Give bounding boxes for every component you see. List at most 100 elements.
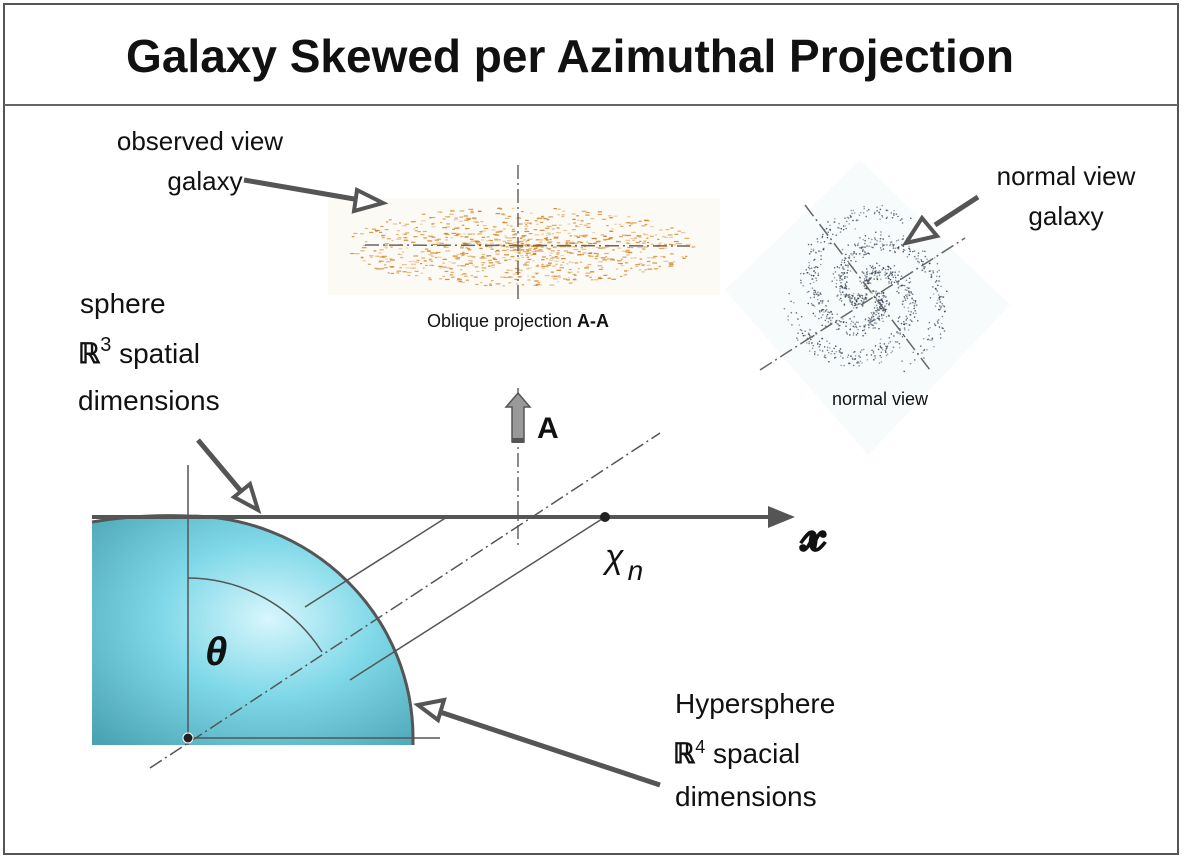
galaxy-particle bbox=[481, 253, 485, 255]
galaxy-particle bbox=[603, 274, 608, 276]
galaxy-particle bbox=[915, 312, 917, 315]
galaxy-particle bbox=[871, 292, 873, 294]
galaxy-particle bbox=[932, 270, 934, 272]
galaxy-particle bbox=[869, 282, 872, 284]
galaxy-particle bbox=[449, 210, 455, 212]
galaxy-particle bbox=[938, 326, 941, 328]
galaxy-particle bbox=[880, 351, 883, 354]
galaxy-particle bbox=[623, 274, 627, 276]
galaxy-particle bbox=[495, 261, 500, 263]
galaxy-particle bbox=[502, 222, 508, 224]
galaxy-particle bbox=[419, 223, 423, 225]
galaxy-particle bbox=[936, 299, 939, 302]
galaxy-particle bbox=[814, 291, 817, 294]
galaxy-particle bbox=[820, 241, 822, 244]
galaxy-particle bbox=[573, 278, 576, 280]
galaxy-particle bbox=[843, 286, 846, 289]
galaxy-particle bbox=[888, 336, 891, 339]
galaxy-particle bbox=[460, 247, 464, 249]
galaxy-particle bbox=[481, 269, 484, 272]
galaxy-particle bbox=[470, 212, 475, 214]
galaxy-particle bbox=[857, 219, 859, 222]
galaxy-particle bbox=[943, 305, 946, 308]
normal-axis-2 bbox=[759, 237, 966, 371]
galaxy-particle bbox=[541, 215, 544, 218]
galaxy-particle bbox=[889, 243, 892, 245]
galaxy-particle bbox=[531, 245, 536, 248]
galaxy-particle bbox=[556, 249, 560, 252]
galaxy-particle bbox=[534, 234, 540, 236]
galaxy-particle bbox=[584, 267, 589, 269]
galaxy-particle bbox=[932, 293, 935, 295]
galaxy-particle bbox=[865, 271, 868, 274]
galaxy-particle bbox=[669, 253, 674, 255]
galaxy-particle bbox=[915, 258, 917, 260]
galaxy-particle bbox=[420, 234, 425, 236]
x-axis-label: 𝔁 bbox=[799, 504, 828, 562]
galaxy-particle bbox=[937, 319, 940, 321]
galaxy-particle bbox=[849, 214, 852, 217]
galaxy-particle bbox=[906, 295, 908, 298]
galaxy-particle bbox=[481, 256, 485, 258]
galaxy-particle bbox=[878, 272, 880, 274]
galaxy-particle bbox=[446, 223, 450, 225]
galaxy-particle bbox=[820, 293, 822, 296]
galaxy-particle bbox=[859, 296, 861, 298]
galaxy-particle bbox=[876, 275, 878, 277]
galaxy-particle bbox=[846, 272, 848, 274]
galaxy-particle bbox=[551, 256, 556, 258]
galaxy-particle bbox=[880, 347, 883, 349]
galaxy-particle bbox=[609, 258, 614, 260]
galaxy-particle bbox=[494, 250, 497, 253]
galaxy-particle bbox=[626, 254, 630, 256]
galaxy-particle bbox=[861, 362, 863, 364]
galaxy-particle bbox=[872, 290, 874, 292]
galaxy-particle bbox=[821, 308, 824, 311]
galaxy-particle bbox=[818, 345, 821, 348]
galaxy-particle bbox=[404, 223, 410, 225]
galaxy-particle bbox=[876, 271, 879, 274]
galaxy-particle bbox=[480, 221, 484, 223]
galaxy-particle bbox=[405, 267, 410, 269]
galaxy-particle bbox=[866, 209, 868, 212]
galaxy-particle bbox=[514, 232, 519, 235]
galaxy-particle bbox=[467, 249, 472, 251]
galaxy-particle bbox=[569, 268, 572, 271]
galaxy-particle bbox=[362, 244, 366, 247]
galaxy-particle bbox=[858, 253, 861, 255]
galaxy-particle bbox=[866, 252, 868, 255]
galaxy-particle bbox=[479, 257, 485, 259]
galaxy-particle bbox=[892, 245, 895, 247]
galaxy-particle bbox=[593, 252, 599, 255]
galaxy-particle bbox=[814, 315, 816, 317]
galaxy-particle bbox=[431, 236, 436, 238]
galaxy-particle bbox=[569, 252, 572, 254]
galaxy-particle bbox=[397, 230, 401, 232]
galaxy-particle bbox=[603, 235, 607, 237]
galaxy-particle bbox=[854, 323, 857, 325]
galaxy-particle bbox=[562, 245, 566, 248]
galaxy-particle bbox=[875, 290, 877, 292]
galaxy-particle bbox=[876, 262, 878, 265]
galaxy-particle bbox=[479, 247, 483, 250]
galaxy-particle bbox=[507, 215, 512, 218]
galaxy-particle bbox=[574, 262, 578, 264]
galaxy-particle bbox=[863, 246, 865, 248]
galaxy-particle bbox=[875, 304, 878, 307]
galaxy-particle bbox=[859, 236, 861, 239]
galaxy-particle bbox=[863, 207, 866, 210]
observed-label-line2: galaxy bbox=[167, 166, 242, 196]
galaxy-particle bbox=[861, 297, 863, 299]
galaxy-particle bbox=[854, 244, 857, 247]
galaxy-particle bbox=[580, 247, 584, 249]
galaxy-particle bbox=[891, 216, 894, 219]
galaxy-particle bbox=[598, 261, 603, 263]
galaxy-particle bbox=[460, 252, 465, 255]
galaxy-particle bbox=[811, 347, 814, 350]
galaxy-particle bbox=[850, 355, 852, 358]
galaxy-particle bbox=[813, 266, 815, 269]
galaxy-particle bbox=[652, 262, 658, 264]
galaxy-particle bbox=[876, 278, 879, 281]
galaxy-particle bbox=[845, 325, 847, 328]
galaxy-particle bbox=[817, 354, 819, 356]
